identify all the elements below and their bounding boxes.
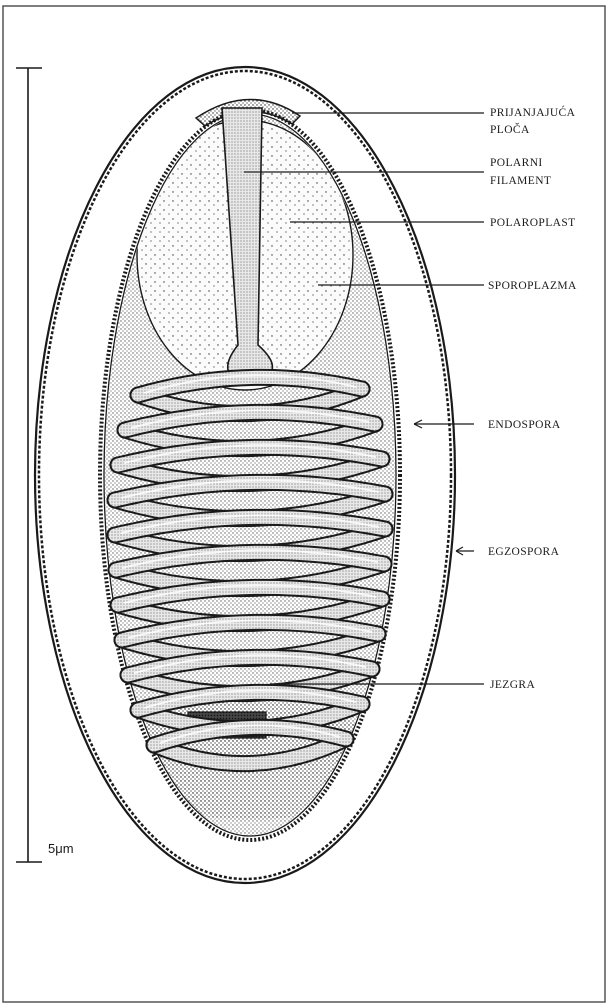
- label-nucleus: JEZGRA: [490, 679, 536, 691]
- label-polar-filament-1: POLARNI: [490, 157, 543, 169]
- label-exospore: EGZOSPORA: [488, 546, 560, 558]
- label-anchoring-disc-1: PRIJANJAJUĆA: [490, 105, 576, 119]
- label-endospore: ENDOSPORA: [488, 419, 561, 431]
- label-anchoring-disc-2: PLOČA: [490, 122, 530, 136]
- label-sporoplasm: SPOROPLAZMA: [488, 280, 577, 292]
- label-polaroplast: POLAROPLAST: [490, 217, 576, 229]
- label-polar-filament-2: FILAMENT: [490, 175, 551, 187]
- scale-bar-label: 5μm: [48, 841, 74, 856]
- labels: PRIJANJAJUĆA PLOČA POLARNI FILAMENT POLA…: [488, 105, 577, 691]
